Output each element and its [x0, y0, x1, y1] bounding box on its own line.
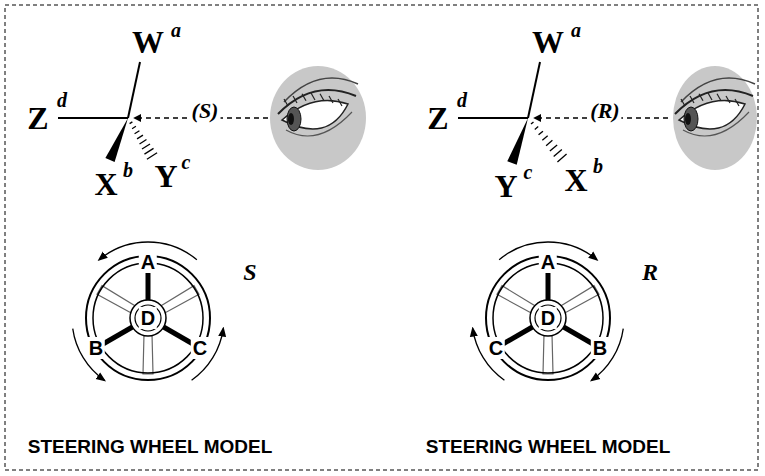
wedge-bond: [105, 118, 128, 162]
caption-text: STEERING WHEEL MODEL: [28, 437, 273, 456]
bond: [528, 62, 540, 118]
steering-wheel: [73, 242, 224, 380]
atom-label: Z: [27, 102, 48, 134]
bond: [128, 62, 140, 118]
position-label: A: [539, 251, 557, 273]
superscript: c: [524, 162, 533, 182]
superscript: a: [571, 20, 581, 40]
superscript: b: [123, 160, 133, 180]
position-label: C: [191, 337, 209, 359]
hashed-bond: [130, 122, 157, 159]
configuration-label: R: [642, 260, 658, 284]
stereo-center: [458, 62, 567, 165]
caption-text: STEERING WHEEL MODEL: [426, 437, 671, 456]
position-label: C: [487, 337, 505, 359]
atom-label: Y: [494, 170, 517, 202]
superscript: a: [171, 20, 181, 40]
position-label: B: [87, 337, 105, 359]
superscript: d: [457, 90, 467, 110]
atom-label: Z: [427, 102, 448, 134]
position-label: D: [539, 307, 557, 329]
position-label: A: [139, 251, 157, 273]
eye-icon: [270, 66, 366, 170]
rotation-arrow: [473, 329, 505, 381]
wedge-bond: [507, 118, 528, 165]
superscript: b: [593, 156, 603, 176]
position-label: D: [139, 307, 157, 329]
configuration-label: S: [243, 260, 256, 284]
configuration-label: (S): [190, 99, 221, 123]
superscript: d: [57, 90, 67, 110]
bond: [458, 117, 528, 119]
bond: [58, 117, 128, 119]
atom-label: W: [532, 26, 564, 58]
dashed-frame: [5, 5, 758, 470]
atom-label: X: [94, 168, 117, 200]
superscript: c: [182, 152, 191, 172]
atom-label: Y: [154, 160, 177, 192]
eye-icon: [673, 66, 757, 170]
configuration-label: (R): [588, 99, 621, 123]
rotation-arrow: [592, 329, 624, 381]
rotation-arrow: [73, 329, 105, 381]
stereo-center: [58, 62, 157, 162]
rotation-arrow: [192, 329, 224, 381]
steering-wheel: [473, 242, 624, 380]
position-label: B: [591, 337, 609, 359]
atom-label: X: [564, 164, 587, 196]
hashed-bond: [531, 122, 567, 162]
atom-label: W: [132, 26, 164, 58]
